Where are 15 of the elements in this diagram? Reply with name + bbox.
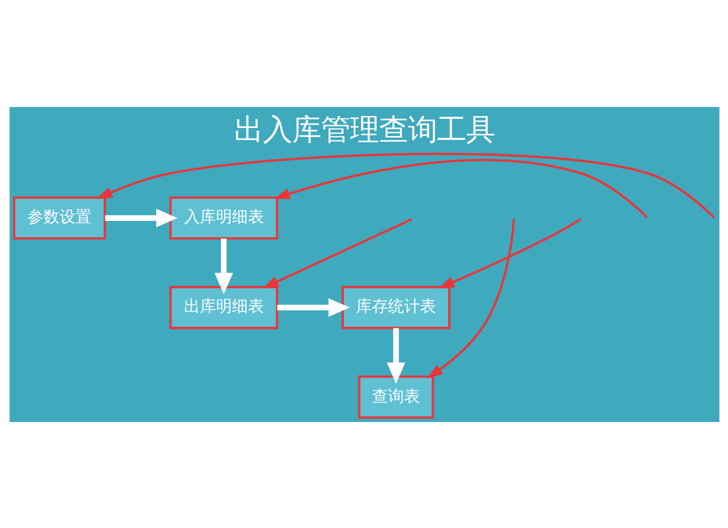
arrow	[438, 218, 581, 288]
arrow	[274, 158, 648, 218]
diagram-title: 出入库管理查询工具	[234, 112, 494, 146]
node-box: 入库明细表	[168, 196, 278, 240]
arrow	[96, 152, 714, 218]
node-box: 出库明细表	[168, 286, 278, 329]
node-box: 库存统计表	[341, 286, 450, 329]
arrow	[276, 298, 350, 316]
node-box: 查询表	[358, 375, 434, 418]
arrow	[386, 328, 405, 384]
arrow	[104, 208, 177, 227]
arrow	[262, 218, 412, 288]
arrow	[426, 218, 514, 378]
node-box: 参数设置	[12, 196, 106, 240]
arrow	[214, 238, 233, 294]
